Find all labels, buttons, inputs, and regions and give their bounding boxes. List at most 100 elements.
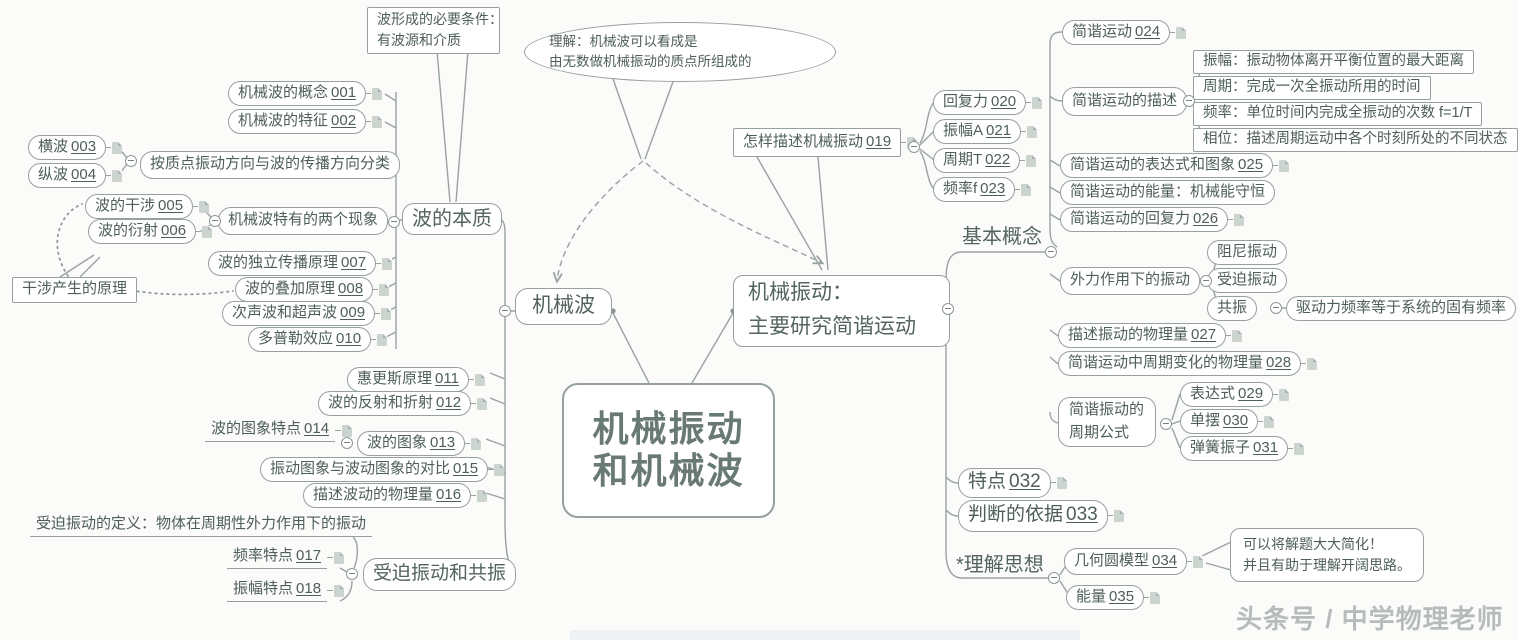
document-icon[interactable] [470,397,488,410]
collapse-icon[interactable] [388,216,400,228]
document-icon[interactable] [467,373,485,386]
link-number[interactable]: 004 [71,165,97,183]
link-number[interactable]: 023 [980,179,1006,197]
def-frequency[interactable]: 频率：单位时间内完成全振动的次数 f=1/T [1193,102,1483,126]
node-resonance-condition[interactable]: 驱动力频率等于系统的固有频率 [1286,296,1517,321]
note-wave-condition[interactable]: 波形成的必要条件： 有波源和介质 [367,7,503,54]
link-number[interactable]: 030 [1223,411,1249,429]
note-forced-vibration-definition[interactable]: 受迫振动的定义：物体在周期性外力作用下的振动 [30,515,373,537]
link-number[interactable]: 008 [338,279,364,297]
link-number[interactable]: 027 [1191,325,1217,343]
document-icon[interactable] [1287,442,1305,455]
document-icon[interactable] [105,141,123,154]
link-number[interactable]: 035 [1109,587,1135,605]
document-icon[interactable] [1019,154,1037,167]
link-number[interactable]: 017 [296,547,322,564]
document-icon[interactable] [1272,159,1290,172]
node-shm-description[interactable]: 简谐运动的描述 [1062,87,1188,116]
collapse-icon[interactable] [942,303,954,315]
document-icon[interactable] [1257,415,1275,428]
def-phase[interactable]: 相位：描述周期运动中各个时刻所处的不同状态 [1193,128,1518,152]
node-mechanical-wave[interactable]: 机械波 [515,288,612,325]
node-main-title[interactable]: 机械振动 和机械波 [562,383,775,518]
def-amplitude[interactable]: 振幅：振动物体离开平衡位置的最大距离 [1193,50,1474,74]
document-icon[interactable] [1300,357,1318,370]
document-icon[interactable] [487,463,505,476]
document-icon[interactable] [1272,388,1290,401]
document-icon[interactable] [1014,183,1032,196]
link-number[interactable]: 015 [453,459,479,477]
node-forced-vibration-resonance[interactable]: 受迫振动和共振 [363,558,517,591]
link-number[interactable]: 020 [991,92,1017,110]
document-icon[interactable] [374,307,392,320]
link-number[interactable]: 002 [331,111,357,129]
link-number[interactable]: 013 [430,433,456,451]
collapse-icon[interactable] [346,568,358,580]
link-number[interactable]: 024 [1135,22,1161,40]
note-simplify[interactable]: 可以将解题大大简化！ 并且有助于理解开阔思路。 [1230,528,1424,582]
collapse-icon[interactable] [908,141,920,153]
link-number[interactable]: 032 [1009,471,1041,493]
collapse-icon[interactable] [1048,572,1060,584]
link-number[interactable]: 009 [340,303,366,321]
node-external-force-vibration[interactable]: 外力作用下的振动 [1060,267,1201,295]
link-number[interactable]: 026 [1193,209,1219,227]
link-number[interactable]: 031 [1253,438,1279,456]
document-icon[interactable] [464,437,482,450]
document-icon[interactable] [1106,510,1124,522]
document-icon[interactable] [1225,329,1243,342]
node-period-formula[interactable]: 简谐振动的 周期公式 [1058,397,1156,447]
node-resonance[interactable]: 共振 [1207,296,1258,321]
link-number[interactable]: 003 [71,137,97,155]
document-icon[interactable] [1227,213,1245,226]
note-interference-principle[interactable]: 干涉产生的原理 [12,277,138,303]
node-mechanical-vibration[interactable]: 机械振动： 主要研究简谐运动 [733,275,950,347]
collapse-icon[interactable] [1183,95,1195,107]
link-number[interactable]: 005 [158,196,184,214]
collapse-icon[interactable] [1160,418,1172,430]
document-icon[interactable] [470,489,488,502]
label-basic-concepts[interactable]: 基本概念 [960,224,1044,249]
label-understanding-thought[interactable]: *理解思想 [954,552,1046,577]
document-icon[interactable] [1169,26,1187,39]
document-icon[interactable] [1186,555,1204,568]
link-number[interactable]: 025 [1238,155,1264,173]
link-number[interactable]: 016 [436,485,462,503]
document-icon[interactable] [365,87,383,100]
collapse-icon[interactable] [499,305,511,317]
document-icon[interactable] [370,333,388,346]
collapse-icon[interactable] [1200,275,1212,287]
node-forced-vibration[interactable]: 受迫振动 [1207,268,1288,293]
link-number[interactable]: 018 [296,580,322,597]
link-number[interactable]: 014 [304,420,330,437]
document-icon[interactable] [327,584,345,597]
collapse-icon[interactable] [1270,302,1282,314]
document-icon[interactable] [327,551,345,564]
link-number[interactable]: 022 [985,150,1011,168]
document-icon[interactable] [1049,477,1067,489]
